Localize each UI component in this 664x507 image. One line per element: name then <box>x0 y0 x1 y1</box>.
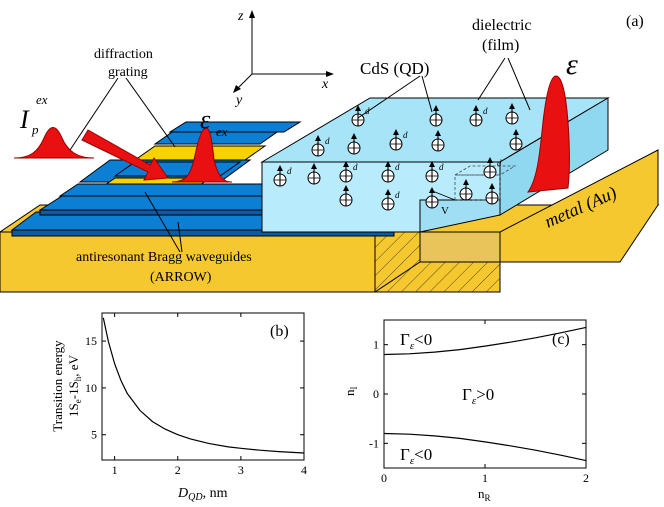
region-upper-label: Γε<0 <box>400 330 432 352</box>
dipole-label: d <box>287 166 292 176</box>
region-lower-label: Γε<0 <box>400 445 432 467</box>
dipole-label: d <box>403 130 408 140</box>
dielectric-label-line2: (film) <box>482 37 519 54</box>
quantum-dot <box>459 179 473 201</box>
plot-c-xlabel: nR <box>478 486 491 503</box>
quantum-dot: d <box>381 161 400 183</box>
quantum-dot <box>307 163 321 185</box>
plot-b-ylabel: Transition energy 1Se-1Sh, eV <box>50 340 83 432</box>
axis-x-label: x <box>321 77 329 92</box>
plot-b-ticks: 1 2 3 4 5 10 15 <box>85 313 307 477</box>
dipole-label: d <box>483 106 488 116</box>
quantum-dot: d <box>425 161 444 183</box>
quantum-dots: ddddddddddd <box>273 103 564 211</box>
panel-c: 0 1 2 -1 0 1 (c) Γε<0 Γε>0 Γε<0 nI nR <box>342 319 589 503</box>
plot-b-frame <box>101 312 305 461</box>
quantum-dot: d <box>273 165 292 187</box>
x-tick-label: 1 <box>112 463 118 477</box>
y-tick-label: 15 <box>85 334 97 348</box>
quantum-dot: d <box>469 105 488 127</box>
quantum-dot: d <box>351 105 370 127</box>
svg-text:Transition energy: Transition energy <box>50 340 65 432</box>
grating-label-line1: diffraction <box>94 47 153 62</box>
volume-label: V <box>441 205 449 217</box>
y-tick-label: 10 <box>85 381 97 395</box>
y-tick-label: -1 <box>369 436 379 450</box>
pump-arrow-icon <box>81 129 169 181</box>
panel-a-label: (a) <box>626 13 644 30</box>
svg-text:ex: ex <box>36 92 48 107</box>
plot-b-xlabel: DQD, nm <box>177 486 228 503</box>
dipole-label: d <box>497 158 502 168</box>
dipole-label: d <box>395 162 400 172</box>
svg-text:1Se-1Sh, eV: 1Se-1Sh, eV <box>66 354 83 417</box>
quantum-dot: d <box>389 129 408 151</box>
arrow-label-line2: (ARROW) <box>150 270 212 285</box>
plot-b-curve <box>102 317 305 454</box>
y-tick-label: 1 <box>373 338 379 352</box>
panel-b-label: (b) <box>270 323 289 340</box>
excitation-field-label: ε ex <box>200 105 228 139</box>
x-tick-label: 2 <box>175 463 181 477</box>
panel-a: ddddddddddd z x y <box>0 9 660 293</box>
y-tick-label: 5 <box>91 428 97 442</box>
dipole-label: d <box>439 162 444 172</box>
output-pulse-shape <box>526 75 570 193</box>
x-tick-label: 0 <box>381 471 387 485</box>
dielectric-label-line1: dielectric <box>472 17 532 34</box>
x-tick-label: 3 <box>238 463 244 477</box>
panel-b: 1 2 3 4 5 10 15 (b) Transition energy 1Se-1Sh,… <box>50 312 307 503</box>
plot-c-upper-curve <box>383 326 587 356</box>
quantum-dot <box>485 183 499 205</box>
x-tick-label: 2 <box>583 471 589 485</box>
quantum-dot <box>509 129 523 151</box>
panel-c-label: (c) <box>552 331 570 348</box>
coordinate-axes <box>233 10 334 93</box>
x-tick-label: 1 <box>482 471 488 485</box>
plot-c-ylabel: nI <box>342 387 359 397</box>
x-tick-label: 4 <box>301 463 307 477</box>
quantum-dot <box>431 130 445 152</box>
svg-text:ε: ε <box>200 105 211 134</box>
pointer-lines <box>69 57 531 253</box>
quantum-dot: d <box>311 135 330 157</box>
plot-c-lower-curve <box>383 432 587 462</box>
axis-y-label: y <box>234 93 243 108</box>
quantum-dot <box>347 133 361 155</box>
y-tick-label: 0 <box>373 387 379 401</box>
excitation-pulse-shape <box>171 127 233 183</box>
grating-label-line2: grating <box>108 65 148 80</box>
quantum-dot: d <box>381 189 400 211</box>
svg-text:ex: ex <box>216 124 228 139</box>
arrow-label-line1: antiresonant Bragg waveguides <box>76 250 252 265</box>
plot-c-ticks: 0 1 2 -1 0 1 <box>369 320 589 485</box>
svg-text:p: p <box>31 122 39 137</box>
dipole-label: d <box>325 136 330 146</box>
quantum-dot <box>339 185 353 207</box>
cds-qd-label: CdS (QD) <box>360 59 429 78</box>
quantum-dot <box>425 187 439 209</box>
pump-intensity-label: I p ex <box>19 92 48 137</box>
dipole-label: d <box>395 190 400 200</box>
output-field-label: ε <box>566 48 578 81</box>
quantum-dot: d <box>339 161 358 183</box>
quantum-dot: d <box>483 157 502 179</box>
region-middle-label: Γε>0 <box>462 385 494 407</box>
quantum-dot <box>429 105 443 127</box>
svg-text:I: I <box>19 105 30 134</box>
pump-pulse-shape <box>13 127 95 159</box>
axis-z-label: z <box>237 9 244 24</box>
quantum-dot <box>505 103 519 125</box>
dipole-label: d <box>353 162 358 172</box>
